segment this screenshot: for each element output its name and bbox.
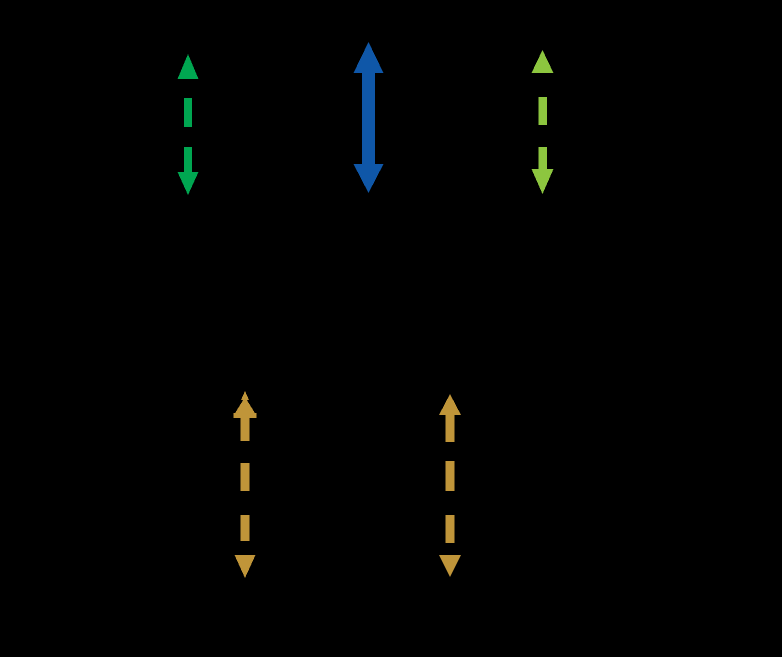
arrowhead-up-icon [531, 50, 554, 73]
arrow-shaft-dash [240, 463, 250, 491]
arrowhead-up-icon [353, 42, 384, 73]
arrowhead-down-icon [531, 169, 554, 194]
arrowhead-down-icon [353, 164, 384, 193]
arrowhead-down-icon [234, 555, 256, 578]
arrowhead-down-icon [439, 555, 461, 577]
blue-solid-double-arrow [353, 42, 384, 193]
arrow-shaft-dash [240, 414, 250, 441]
arrow-shaft-dash [538, 147, 547, 169]
arrowhead-up-icon [177, 54, 199, 79]
arrowhead-tip-icon [241, 391, 249, 400]
light-green-dashed-double-arrow [531, 50, 554, 194]
arrowhead-down-icon [177, 172, 199, 195]
arrowhead-up-icon [234, 397, 256, 414]
arrow-shaft-dash [445, 515, 455, 543]
tan-dashed-double-arrow-right [439, 394, 461, 577]
arrow-shaft-dash [184, 147, 192, 172]
arrow-shaft-dash [184, 98, 192, 127]
arrow-shaft-dash [240, 515, 250, 541]
tan-dashed-double-arrow-left [233, 391, 257, 578]
arrow-shaft-dash [445, 461, 455, 491]
arrowhead-up-icon [439, 394, 461, 415]
arrow-shaft-dash [445, 415, 455, 442]
dark-green-dashed-double-arrow [177, 54, 199, 195]
arrow-shaft [362, 73, 375, 164]
arrow-shaft-dash [538, 97, 547, 125]
